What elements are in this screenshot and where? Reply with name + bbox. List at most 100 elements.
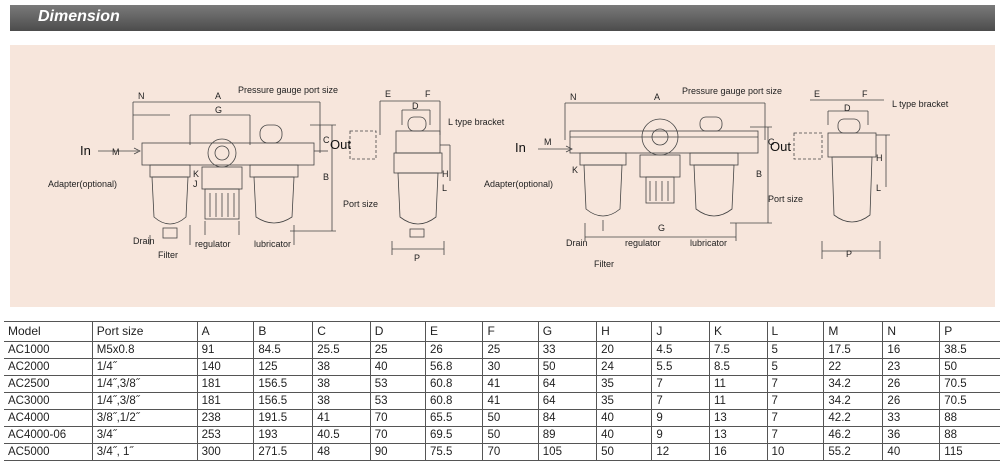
l-bracket-label-right: L type bracket bbox=[892, 99, 949, 109]
table-cell: 40 bbox=[596, 409, 652, 427]
table-cell: 35 bbox=[596, 375, 652, 393]
adapter-label-right: Adapter(optional) bbox=[484, 179, 553, 189]
column-header: B bbox=[253, 321, 313, 342]
table-cell: 30 bbox=[482, 358, 539, 376]
table-cell: 84.5 bbox=[253, 341, 313, 359]
table-cell: 41 bbox=[482, 375, 539, 393]
table-cell: 238 bbox=[196, 409, 254, 427]
table-cell: 12 bbox=[651, 443, 710, 461]
port-size-label-left: Port size bbox=[343, 199, 378, 209]
table-cell: 3/4˝, 1˝ bbox=[91, 443, 198, 461]
in-label-left: In bbox=[80, 143, 91, 158]
column-header: H bbox=[596, 321, 652, 342]
dim-k-right: K bbox=[572, 165, 578, 175]
table-cell: 253 bbox=[196, 426, 254, 444]
table-cell: 300 bbox=[196, 443, 254, 461]
table-cell: 36 bbox=[882, 426, 940, 444]
table-cell: 35 bbox=[596, 392, 652, 410]
table-cell: 64 bbox=[537, 375, 597, 393]
dim-a-left: A bbox=[215, 91, 221, 101]
table-cell: 69.5 bbox=[424, 426, 483, 444]
table-cell: 56.8 bbox=[424, 358, 483, 376]
table-cell: 25.5 bbox=[312, 341, 371, 359]
section-title: Dimension bbox=[38, 8, 120, 25]
table-cell: 48 bbox=[312, 443, 371, 461]
table-cell: 181 bbox=[196, 392, 254, 410]
lubricator-label-left: lubricator bbox=[254, 239, 291, 249]
table-cell: 50 bbox=[596, 443, 652, 461]
table-cell: 5.5 bbox=[651, 358, 710, 376]
table-cell: 26 bbox=[424, 341, 483, 359]
table-cell: 191.5 bbox=[253, 409, 313, 427]
dim-b-right: B bbox=[756, 169, 762, 179]
table-cell: 181 bbox=[196, 375, 254, 393]
dim-b-left: B bbox=[323, 172, 329, 182]
table-cell: 33 bbox=[882, 409, 940, 427]
dim-f-right: F bbox=[862, 89, 868, 99]
table-cell: 88 bbox=[939, 409, 1000, 427]
dim-p-left: P bbox=[414, 253, 420, 263]
table-cell: 9 bbox=[651, 426, 710, 444]
adapter-label-left: Adapter(optional) bbox=[48, 179, 117, 189]
table-cell: 7 bbox=[651, 392, 710, 410]
dim-k-left: K bbox=[193, 169, 199, 179]
dim-c-left: C bbox=[323, 135, 330, 145]
port-size-label-right: Port size bbox=[768, 194, 803, 204]
column-header: C bbox=[312, 321, 371, 342]
table-cell: AC2000 bbox=[4, 358, 93, 376]
table-cell: 5 bbox=[766, 341, 824, 359]
table-cell: 88 bbox=[939, 426, 1000, 444]
table-cell: 70 bbox=[482, 443, 539, 461]
table-cell: 40 bbox=[882, 443, 940, 461]
table-cell: 20 bbox=[596, 341, 652, 359]
dim-h-right: H bbox=[876, 153, 883, 163]
table-cell: 40.5 bbox=[312, 426, 371, 444]
table-cell: 65.5 bbox=[424, 409, 483, 427]
table-cell: 41 bbox=[482, 392, 539, 410]
regulator-label-left: regulator bbox=[195, 239, 231, 249]
table-cell: 3/8˝,1/2˝ bbox=[91, 409, 198, 427]
table-cell: 23 bbox=[882, 358, 940, 376]
in-label-right: In bbox=[515, 140, 526, 155]
table-cell: 50 bbox=[537, 358, 597, 376]
table-cell: 13 bbox=[708, 426, 768, 444]
table-cell: 125 bbox=[253, 358, 313, 376]
table-cell: 1/4˝ bbox=[91, 358, 198, 376]
table-cell: 53 bbox=[369, 375, 426, 393]
dimension-diagram: N A G Pressure gauge port size In M Adap… bbox=[10, 45, 995, 307]
table-cell: 10 bbox=[766, 443, 824, 461]
dim-n-right: N bbox=[570, 92, 577, 102]
table-cell: 38 bbox=[312, 392, 371, 410]
table-cell: 26 bbox=[882, 375, 940, 393]
dim-m-right: M bbox=[544, 137, 552, 147]
lubricator-label-right: lubricator bbox=[690, 238, 727, 248]
section-header: Dimension bbox=[10, 5, 995, 31]
table-cell: 60.8 bbox=[424, 392, 483, 410]
column-header: L bbox=[766, 321, 824, 342]
table-cell: 70.5 bbox=[939, 392, 1000, 410]
table-cell: 7 bbox=[766, 392, 824, 410]
table-cell: 11 bbox=[708, 392, 768, 410]
drain-label-right: Drain bbox=[566, 238, 588, 248]
table-cell: 1/4˝,3/8˝ bbox=[91, 392, 198, 410]
dim-e-right: E bbox=[814, 89, 820, 99]
table-cell: 90 bbox=[369, 443, 426, 461]
dim-g-left: G bbox=[215, 105, 222, 115]
table-cell: 25 bbox=[482, 341, 539, 359]
column-header: K bbox=[708, 321, 768, 342]
table-cell: 115 bbox=[939, 443, 1000, 461]
table-cell: 26 bbox=[882, 392, 940, 410]
table-cell: 7 bbox=[651, 375, 710, 393]
table-cell: 4.5 bbox=[651, 341, 710, 359]
filter-label-right: Filter bbox=[594, 259, 614, 269]
table-cell: 38 bbox=[312, 375, 371, 393]
table-cell: AC4000-06 bbox=[4, 426, 93, 444]
dim-d-right: D bbox=[844, 103, 851, 113]
table-cell: 16 bbox=[708, 443, 768, 461]
